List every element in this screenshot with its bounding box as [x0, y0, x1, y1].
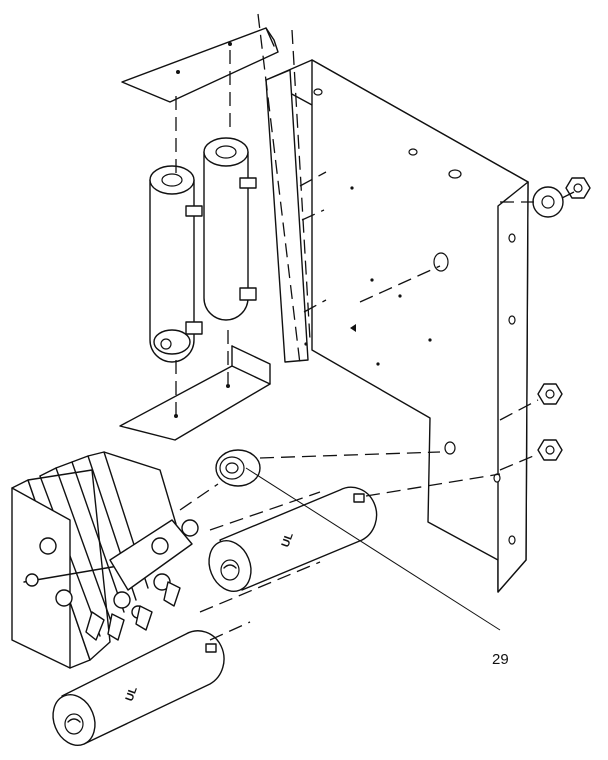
callout-29-label: 29: [492, 651, 509, 668]
assembly-lines: [175, 13, 575, 641]
mounting-panel: [265, 59, 529, 593]
callout-29-leader: [245, 467, 501, 631]
bushing-29: [215, 449, 261, 487]
capacitor-lower-mark: UL: [124, 685, 140, 703]
capacitor-upper-mark: UL: [280, 531, 296, 549]
resistor-tube-left: [149, 165, 203, 363]
hardware-nuts: [532, 177, 591, 461]
resistor-tube-right: [203, 137, 257, 321]
capacitor-lower: UL: [52, 630, 225, 746]
upper-mounting-strip: [121, 27, 279, 103]
rectifier-heatsink-assembly: [11, 451, 199, 669]
capacitor-upper: UL: [208, 486, 378, 592]
lower-mounting-strip: [119, 345, 271, 441]
